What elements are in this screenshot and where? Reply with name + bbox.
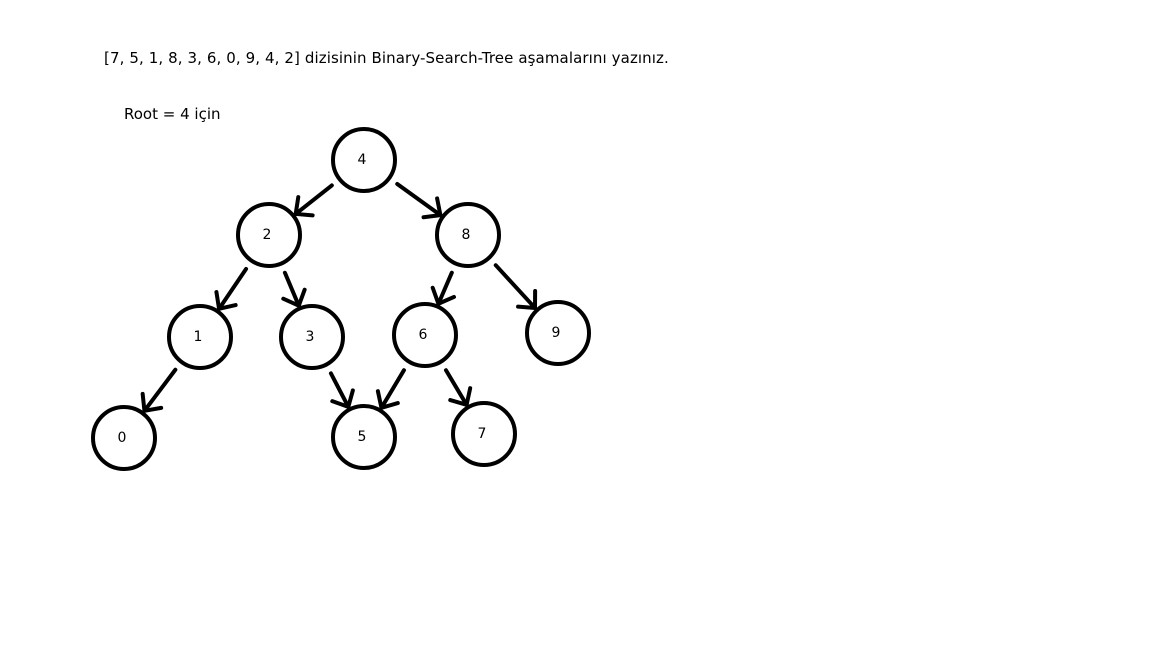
node-label: 9 [552,325,561,341]
arrow-shaft [436,270,454,306]
arrow-shaft [293,183,334,216]
arrow-head [281,287,307,308]
node-label: 6 [419,327,428,343]
arrow-head [375,389,400,410]
node-circle [167,304,233,370]
edges-layer [140,181,538,413]
node-label: 4 [358,152,367,168]
arrow-head [430,285,456,306]
edge-2-to-3 [281,270,307,308]
tree-node-0: 0 [91,405,157,471]
edge-4-to-8 [395,181,443,220]
node-label: 0 [118,430,127,446]
arrow-shaft [142,367,178,413]
arrow-shaft [328,371,351,409]
node-label: 7 [478,426,487,442]
root-note: Root = 4 için [124,105,221,123]
node-label: 3 [306,329,315,345]
arrow-head [214,290,238,311]
question-text: [7, 5, 1, 8, 3, 6, 0, 9, 4, 2] dizisinin… [104,49,669,67]
node-circle [525,300,591,366]
tree-node-8: 8 [435,202,501,268]
node-circle [331,404,397,470]
edge-4-to-2 [293,183,334,218]
tree-node-6: 6 [392,302,458,368]
node-circle [279,304,345,370]
node-circle [451,401,517,467]
arrow-shaft [282,270,301,308]
arrow-head [516,288,538,310]
edge-1-to-0 [140,367,178,413]
edge-6-to-7 [443,368,473,407]
node-circle [392,302,458,368]
node-circle [91,405,157,471]
node-circle [435,202,501,268]
tree-node-3: 3 [279,304,345,370]
edge-8-to-6 [430,270,456,306]
node-label: 5 [358,429,367,445]
arrow-head [421,196,443,220]
arrow-shaft [395,181,443,218]
arrow-head [293,195,315,218]
edge-3-to-5 [328,371,355,409]
edge-2-to-1 [214,266,249,311]
arrow-head [140,391,164,413]
arrow-head [330,388,355,409]
arrow-shaft [217,266,249,311]
arrow-shaft [443,368,469,407]
nodes-layer: 4 2 8 1 3 6 9 0 5 7 [91,127,591,471]
edge-6-to-5 [375,368,406,410]
tree-node-9: 9 [525,300,591,366]
node-label: 1 [194,329,203,345]
tree-node-5: 5 [331,404,397,470]
node-circle [331,127,397,193]
edge-8-to-9 [493,263,538,310]
tree-node-7: 7 [451,401,517,467]
arrow-head [448,386,473,407]
node-circle [236,202,302,268]
tree-node-1: 1 [167,304,233,370]
arrow-shaft [379,368,406,410]
tree-node-4: 4 [331,127,397,193]
node-label: 2 [263,227,272,243]
node-label: 8 [462,227,471,243]
tree-node-2: 2 [236,202,302,268]
arrow-shaft [493,263,538,310]
